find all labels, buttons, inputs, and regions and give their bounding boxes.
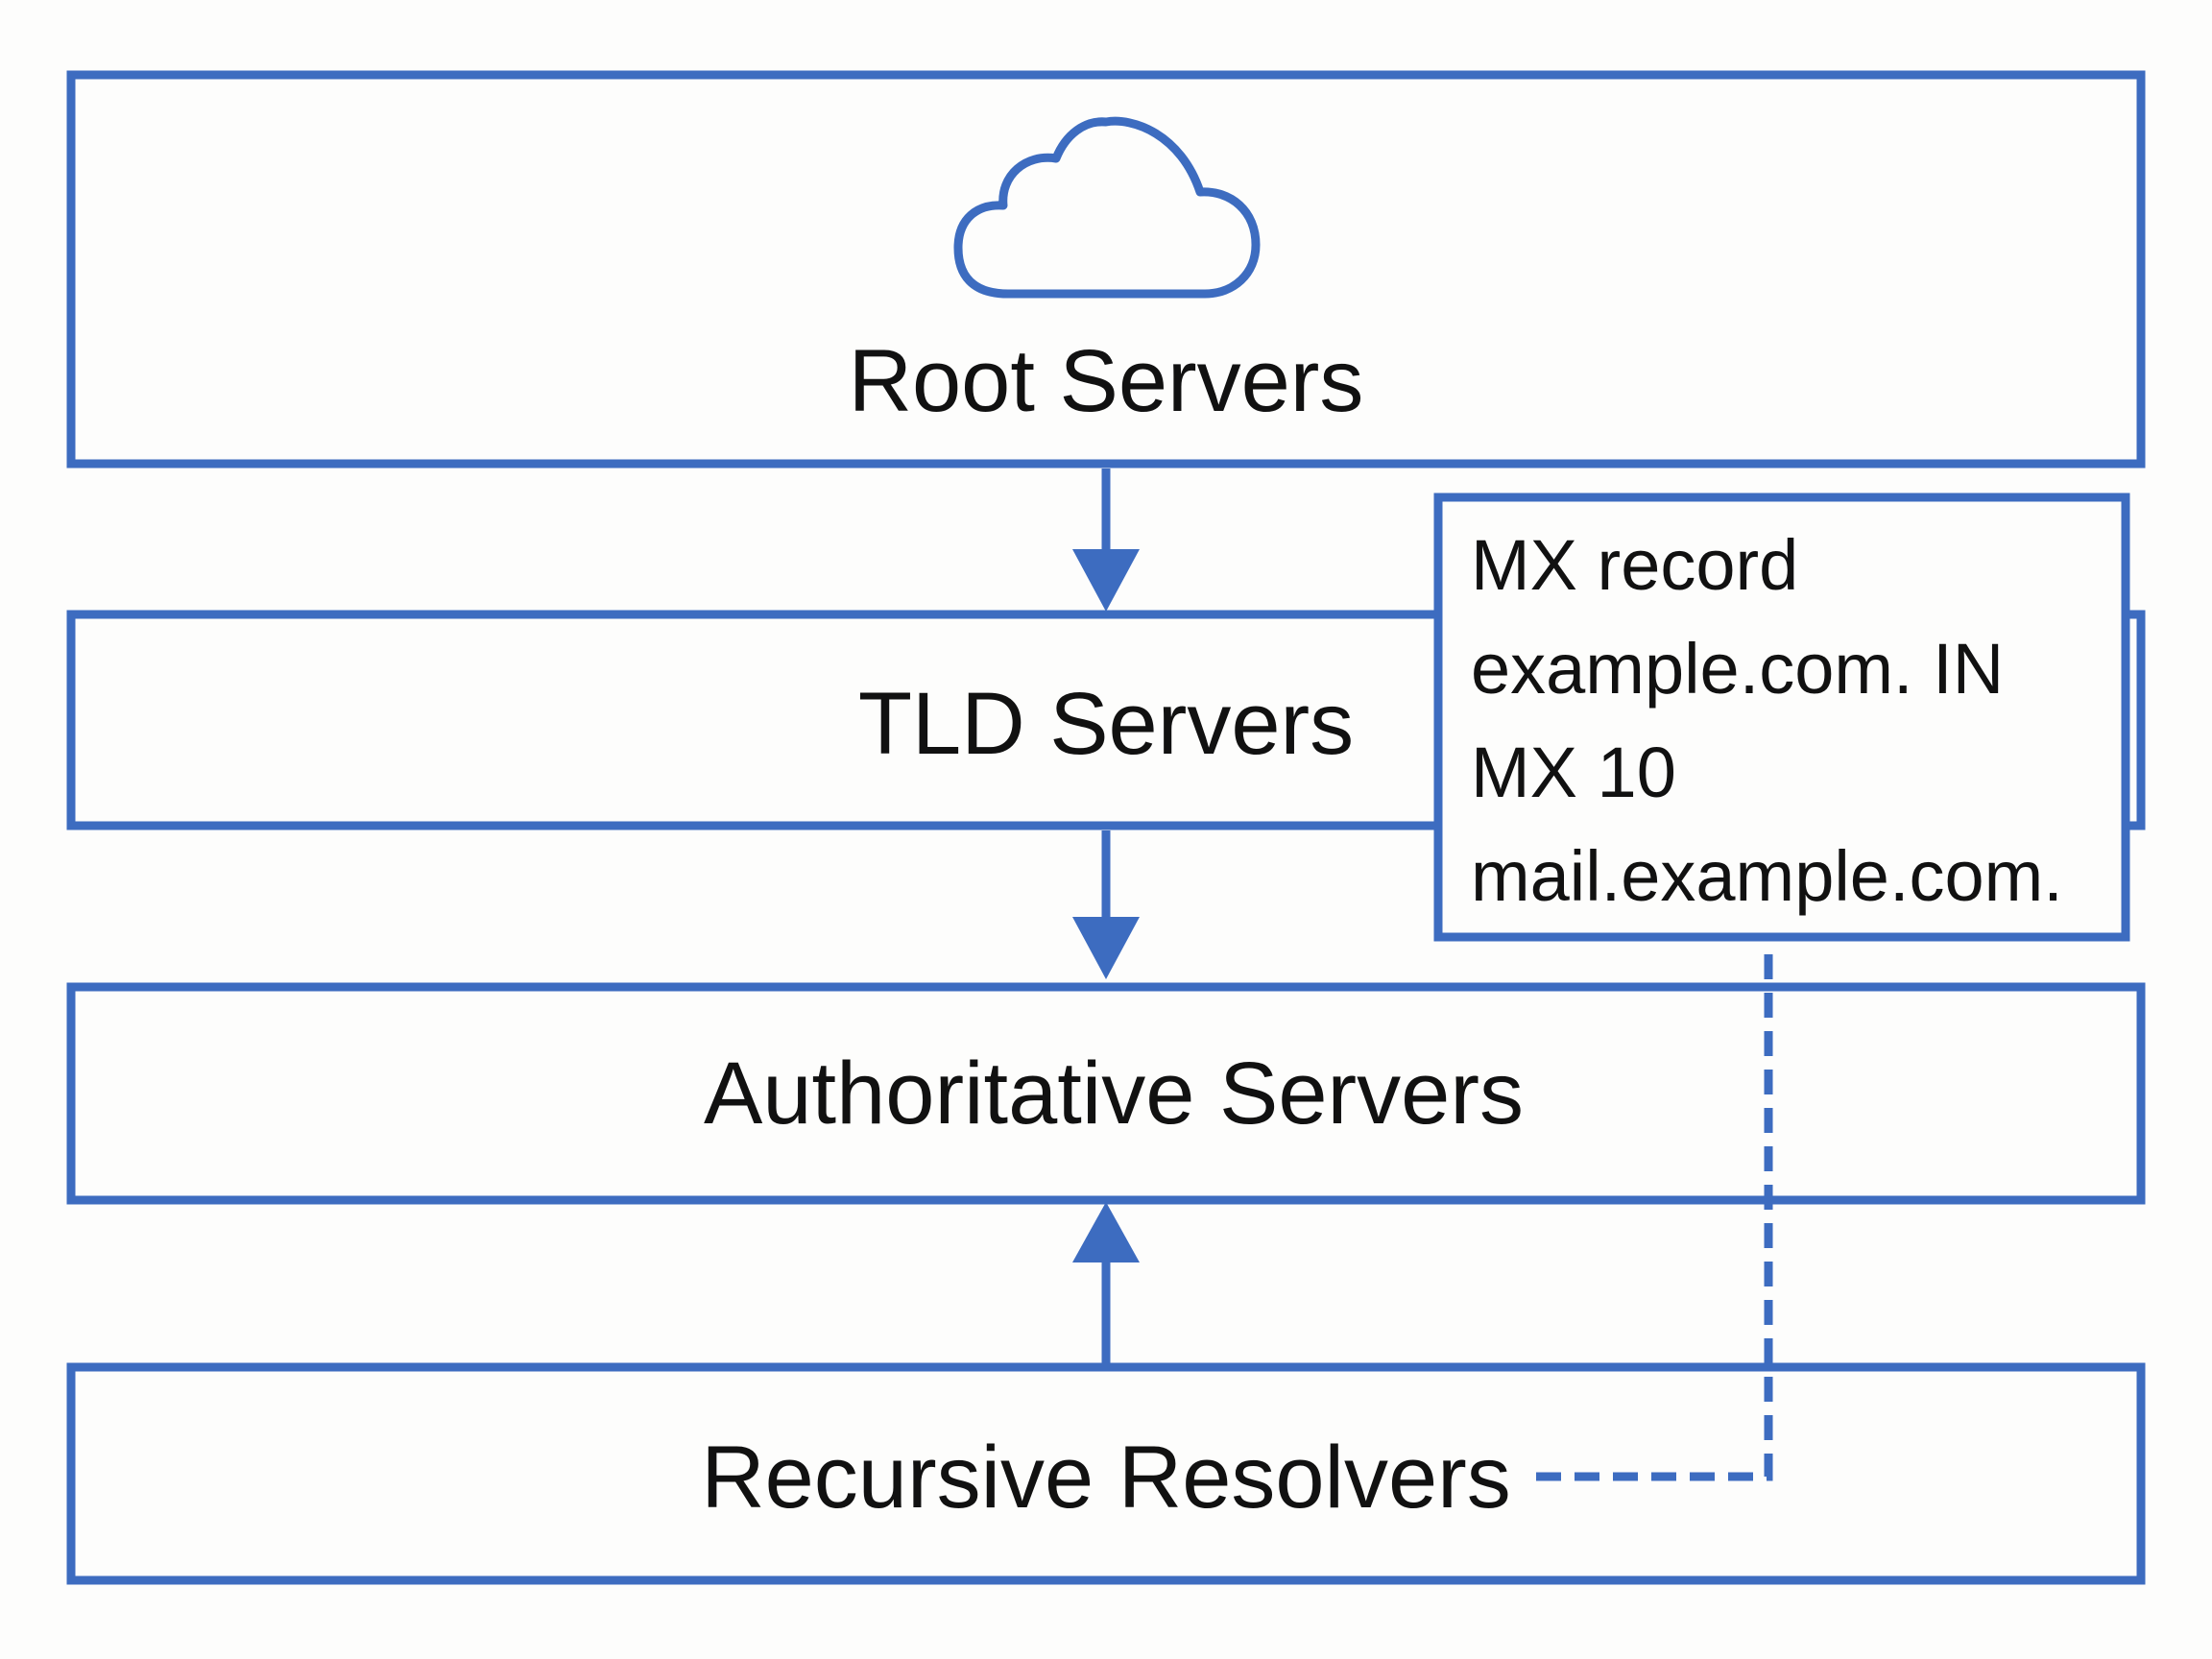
arrow-root-to-tld-head: [1072, 549, 1140, 612]
dashed-connector: [1536, 939, 1773, 1481]
mx-record-line: MX record: [1471, 525, 1799, 605]
arrow-tld-to-authoritative-head: [1072, 917, 1140, 979]
root-servers-box: [66, 70, 2146, 469]
cloud-icon: [953, 116, 1261, 299]
mx-record-text: MX record example.com. IN MX 10 mail.exa…: [1471, 514, 2143, 928]
recursive-resolvers-box: [66, 1362, 2146, 1585]
authoritative-servers-box: [66, 982, 2146, 1205]
recursive-resolvers-label: Recursive Resolvers: [701, 1429, 1511, 1527]
tld-servers-label: TLD Servers: [858, 675, 1354, 773]
arrow-recursive-to-authoritative-head: [1072, 1202, 1140, 1262]
root-servers-label: Root Servers: [849, 332, 1364, 430]
authoritative-servers-label: Authoritative Servers: [704, 1045, 1524, 1142]
mx-record-line: example.com. IN: [1471, 629, 2005, 709]
mx-record-line: MX 10: [1471, 733, 1676, 812]
mx-record-callout-box: [1433, 493, 2130, 942]
tld-servers-box: [66, 610, 2146, 830]
mx-record-line: mail.example.com.: [1471, 836, 2063, 916]
